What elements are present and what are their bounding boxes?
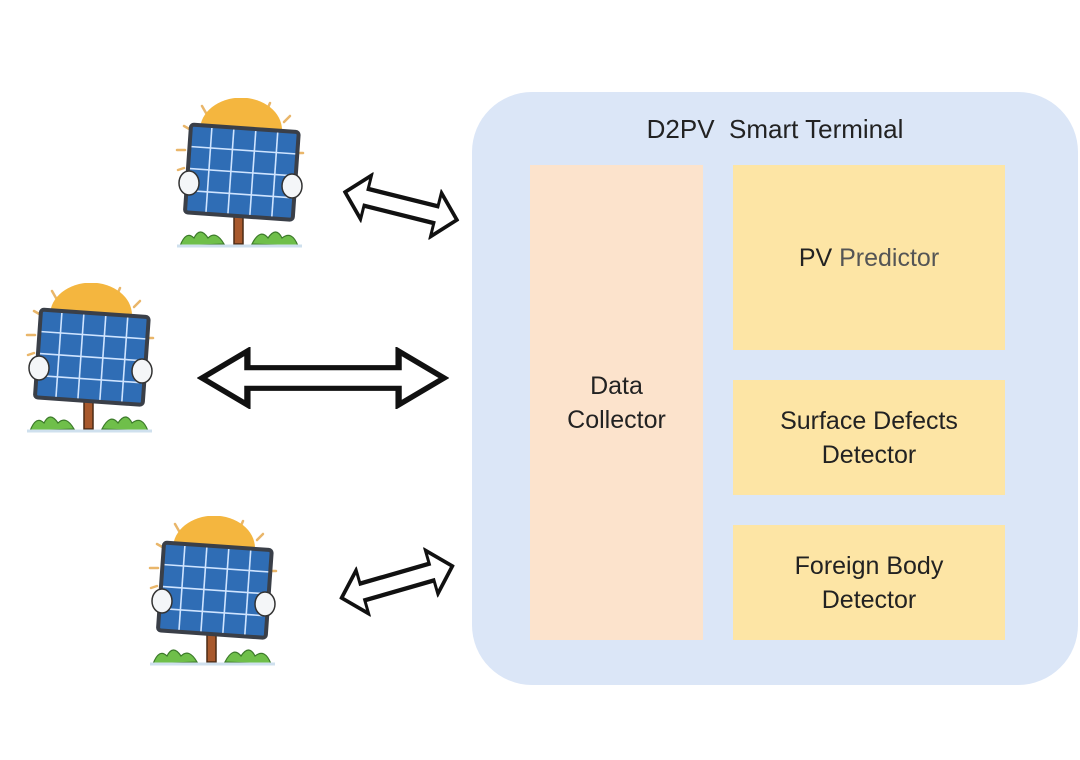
terminal-title: D2PV Smart Terminal <box>646 114 904 144</box>
surface-defects-detector-label: Surface Defects Detector <box>780 406 958 469</box>
foreign-body-detector-box: Foreign Body Detector <box>733 525 1005 640</box>
bidirectional-arrow-icon-3 <box>332 540 462 623</box>
pv-predictor-label: PV Predictor <box>799 241 939 275</box>
data-collector-label: Data Collector <box>567 371 666 434</box>
surface-defects-detector-box: Surface Defects Detector <box>733 380 1005 495</box>
bidirectional-arrow-icon-2 <box>197 347 449 409</box>
foreign-body-detector-label: Foreign Body Detector <box>794 551 944 614</box>
solar-panel-icon-1 <box>172 98 307 248</box>
data-collector-box: Data Collector <box>530 165 703 640</box>
pv-label-part: PV <box>798 243 833 272</box>
bidirectional-arrow-icon-1 <box>336 166 465 245</box>
solar-panel-icon-2 <box>22 283 157 433</box>
smart-terminal-container: D2PV Smart Terminal Data Collector PV Pr… <box>472 92 1078 685</box>
solar-panel-icon-3 <box>145 516 280 666</box>
pv-predictor-box: PV Predictor <box>733 165 1005 350</box>
predictor-label-part: Predictor <box>839 243 940 272</box>
